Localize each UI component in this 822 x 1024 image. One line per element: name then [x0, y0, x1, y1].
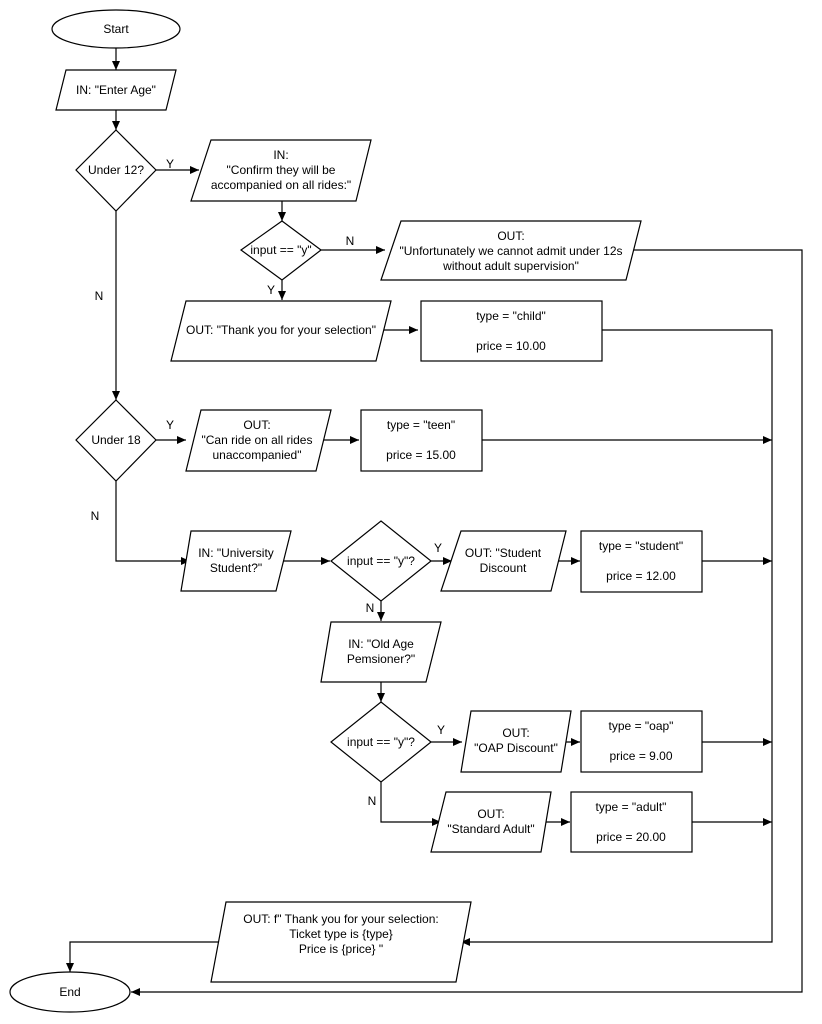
student-input-decision [330, 520, 432, 602]
child-type-label: type = "child" [476, 309, 546, 323]
under18-decision [75, 399, 157, 482]
adult-price-label: price = 20.00 [596, 830, 666, 844]
connectors [66, 48, 803, 996]
child-input-yes-label: Y [267, 283, 275, 297]
student-process [580, 530, 703, 593]
teen-out-label-line1: OUT: [243, 418, 270, 432]
unfortunately-output [380, 220, 642, 281]
oap-out-label-line2: "OAP Discount" [474, 741, 558, 755]
student-out-label-line1: OUT: "Student [465, 546, 542, 560]
under12-yes-label: Y [166, 157, 174, 171]
student-yes-label: Y [434, 541, 442, 555]
under18-yes-label: Y [166, 418, 174, 432]
oap-input-label: input == "y"? [347, 735, 415, 749]
teen-type-label: type = "teen" [387, 418, 455, 432]
start-terminal [51, 9, 181, 49]
edge-child-to-final [461, 329, 773, 946]
thankyou-label: OUT: "Thank you for your selection" [186, 323, 376, 337]
under12-no-label: N [95, 289, 104, 303]
oap-in-label-line1: IN: "Old Age [348, 637, 414, 651]
teen-out-label-line3: unaccompanied" [213, 448, 302, 462]
edge-under18-no [115, 481, 190, 565]
student-price-label: price = 12.00 [606, 569, 676, 583]
confirm-label-line2: "Confirm they will be [227, 163, 336, 177]
child-input-label: input == "y" [250, 243, 311, 257]
university-label-line2: Student?" [210, 561, 262, 575]
oap-input [320, 621, 442, 683]
teen-out-label-line2: "Can ride on all rides [202, 433, 313, 447]
under12-label: Under 12? [88, 163, 144, 177]
student-out-label-line2: Discount [480, 561, 527, 575]
oap-no-label: N [368, 794, 377, 808]
final-label-line2: Ticket type is {type} [289, 927, 393, 941]
oap-yes-label: Y [437, 723, 445, 737]
student-input-label: input == "y"? [347, 554, 415, 568]
edge-unfortunately-to-end [131, 249, 803, 996]
end-label: End [59, 985, 80, 999]
student-type-label: type = "student" [599, 539, 683, 553]
edge-labels: Y N N Y Y N Y N Y N [91, 157, 445, 808]
edge-final-to-end [66, 941, 221, 972]
under12-decision [75, 129, 157, 212]
oap-type-label: type = "oap" [609, 719, 674, 733]
unfortunately-label-line3: without adult supervision" [442, 259, 579, 273]
confirm-label-line1: IN: [273, 148, 288, 162]
adult-process [570, 791, 693, 853]
confirm-label-line3: accompanied on all rides:" [211, 178, 351, 192]
adult-output [430, 791, 552, 853]
edge-oap-no [380, 782, 441, 826]
enter-age-label: IN: "Enter Age" [76, 83, 156, 97]
adult-out-label-line1: OUT: [477, 807, 504, 821]
labels: Start IN: "Enter Age" Under 12? IN: "Con… [59, 22, 683, 999]
unfortunately-label-line1: OUT: [497, 229, 524, 243]
adult-type-label: type = "adult" [596, 800, 667, 814]
start-label: Start [103, 22, 129, 36]
final-label-line1: OUT: f" Thank you for your selection: [243, 912, 438, 926]
teen-process [360, 409, 483, 472]
oap-input-decision [330, 701, 432, 783]
student-output [440, 530, 567, 592]
child-price-label: price = 10.00 [476, 339, 546, 353]
final-label-line3: Price is {price} " [299, 942, 383, 956]
oap-process [580, 710, 703, 773]
thankyou-output [170, 300, 392, 362]
child-input-no-label: N [346, 234, 355, 248]
teen-output [185, 409, 332, 472]
end-terminal [9, 971, 131, 1013]
university-input [180, 530, 292, 592]
oap-in-label-line2: Pemsioner?" [347, 652, 415, 666]
final-output [210, 901, 472, 983]
student-no-label: N [366, 601, 375, 615]
oap-out-label-line1: OUT: [502, 726, 529, 740]
child-process [420, 300, 603, 362]
adult-out-label-line2: "Standard Adult" [447, 822, 534, 836]
university-label-line1: IN: "University [198, 546, 274, 560]
oap-output [460, 710, 572, 773]
under18-label: Under 18 [91, 433, 141, 447]
teen-price-label: price = 15.00 [386, 448, 456, 462]
enter-age-input [55, 69, 177, 111]
shapes [9, 9, 703, 1013]
confirm-input [190, 139, 372, 202]
oap-price-label: price = 9.00 [609, 749, 672, 763]
child-input-decision [239, 220, 322, 281]
unfortunately-label-line2: "Unfortunately we cannot admit under 12s [399, 244, 622, 258]
under18-no-label: N [91, 509, 100, 523]
